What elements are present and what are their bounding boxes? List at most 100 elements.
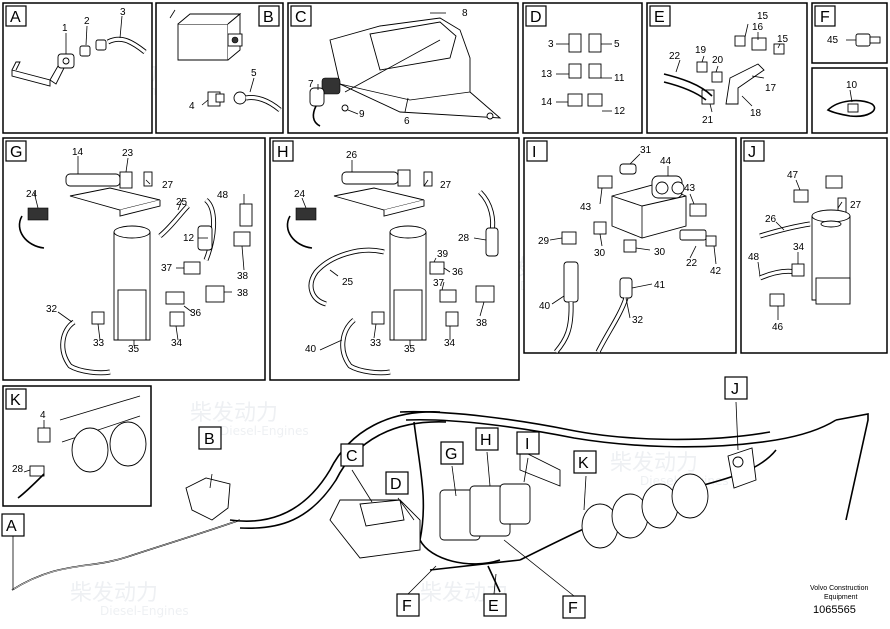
callout: 3 [548, 39, 554, 50]
callout: 17 [765, 83, 777, 94]
panel-label: K [10, 392, 21, 409]
detail-panel-d: D 3 5 13 11 14 12 [522, 2, 643, 134]
panel-label: C [295, 9, 307, 26]
callout: 20 [712, 55, 724, 66]
overview-tag: D [390, 476, 402, 493]
callout: 28 [458, 233, 470, 244]
overview-tag: G [445, 446, 457, 463]
panel-label: E [654, 9, 665, 26]
overview-tag: B [204, 431, 215, 448]
callout: 24 [294, 189, 306, 200]
callout: 15 [777, 34, 789, 45]
callout: 22 [686, 258, 698, 269]
callout: 39 [437, 249, 449, 260]
callout: 30 [594, 248, 606, 259]
callout: 6 [404, 116, 410, 127]
overview-tag: E [488, 598, 499, 615]
detail-panel-j: J 47 27 26 34 48 46 [740, 137, 888, 354]
callout: 11 [614, 73, 625, 84]
callout: 8 [462, 8, 468, 19]
overview-tag: H [480, 432, 492, 449]
overview-tag: F [568, 600, 578, 617]
callout: 38 [237, 271, 249, 282]
footer: Volvo Construction Equipment 1065565 [810, 585, 868, 616]
watermark-en: Diesel-Engines [220, 424, 309, 438]
callout: 12 [183, 233, 195, 244]
watermark-cn: 柴发动力 [610, 451, 698, 476]
callout: 33 [370, 338, 382, 349]
callout: 5 [251, 68, 257, 79]
callout: 25 [176, 197, 188, 208]
overview-tag: K [578, 455, 589, 472]
callout: 41 [654, 280, 666, 291]
callout: 18 [750, 108, 762, 119]
callout: 48 [748, 252, 760, 263]
callout: 38 [476, 318, 488, 329]
callout: 13 [541, 69, 553, 80]
callout: 35 [128, 344, 140, 355]
callout: 25 [342, 277, 354, 288]
callout: 27 [850, 200, 862, 211]
panel-label: H [277, 144, 289, 161]
callout: 44 [660, 156, 672, 167]
panel-label: I [532, 144, 536, 161]
watermark-en: Diesel-Engines [100, 604, 189, 618]
callout: 27 [162, 180, 174, 191]
overview-tag: F [402, 598, 412, 615]
callout: 14 [72, 147, 84, 158]
detail-panel-f: F 45 [811, 2, 888, 64]
callout: 46 [772, 322, 784, 333]
callout: 47 [787, 170, 799, 181]
callout: 15 [757, 11, 769, 22]
callout: 12 [614, 106, 626, 117]
callout: 36 [190, 308, 202, 319]
callout: 48 [217, 190, 229, 201]
callout: 42 [710, 266, 722, 277]
callout: 31 [640, 145, 652, 156]
callout: 2 [84, 16, 90, 27]
callout: 29 [538, 236, 550, 247]
machine-overview: B C D G H I K J A F E F [1, 376, 869, 619]
callout: 40 [539, 301, 551, 312]
detail-panel-i: I 31 44 43 43 29 30 30 22 42 41 40 32 [523, 137, 737, 354]
callout: 30 [654, 247, 666, 258]
callout: 27 [440, 180, 452, 191]
detail-panel-tie: 10 [811, 67, 888, 134]
detail-panel-g: G 14 23 27 24 25 48 12 37 38 38 [2, 137, 266, 381]
footer-brand: Volvo Construction [810, 585, 868, 592]
callout: 4 [40, 410, 46, 421]
callout: 16 [752, 22, 764, 33]
callout: 5 [614, 39, 620, 50]
footer-sub: Equipment [824, 594, 858, 601]
callout: 34 [793, 242, 805, 253]
panel-label: D [530, 9, 542, 26]
callout: 21 [702, 115, 714, 126]
panel-label: F [820, 9, 830, 26]
callout: 28 [12, 464, 24, 475]
callout: 34 [171, 338, 183, 349]
overview-tag: A [6, 518, 17, 535]
watermark-cn: 柴发动力 [190, 401, 278, 426]
callout: 32 [632, 315, 644, 326]
watermark-cn: 柴发动力 [70, 581, 158, 606]
callout: 3 [120, 7, 126, 18]
drawing-number: 1065565 [813, 604, 856, 616]
panel-label: J [748, 144, 756, 161]
detail-panel-e: E 15 16 15 22 19 20 17 18 21 [646, 2, 808, 134]
callout: 45 [827, 35, 839, 46]
callout: 9 [359, 109, 365, 120]
callout: 22 [669, 51, 681, 62]
callout: 36 [452, 267, 464, 278]
detail-panel-h: H 26 27 24 28 25 39 36 37 38 40 33 35 [269, 137, 520, 381]
callout: 24 [26, 189, 38, 200]
panel-label: B [263, 9, 274, 26]
callout: 37 [433, 278, 445, 289]
callout: 1 [62, 23, 68, 34]
callout: 14 [541, 97, 553, 108]
callout: 33 [93, 338, 105, 349]
callout: 26 [765, 214, 777, 225]
callout: 40 [305, 344, 317, 355]
callout: 35 [404, 344, 416, 355]
callout: 37 [161, 263, 173, 274]
